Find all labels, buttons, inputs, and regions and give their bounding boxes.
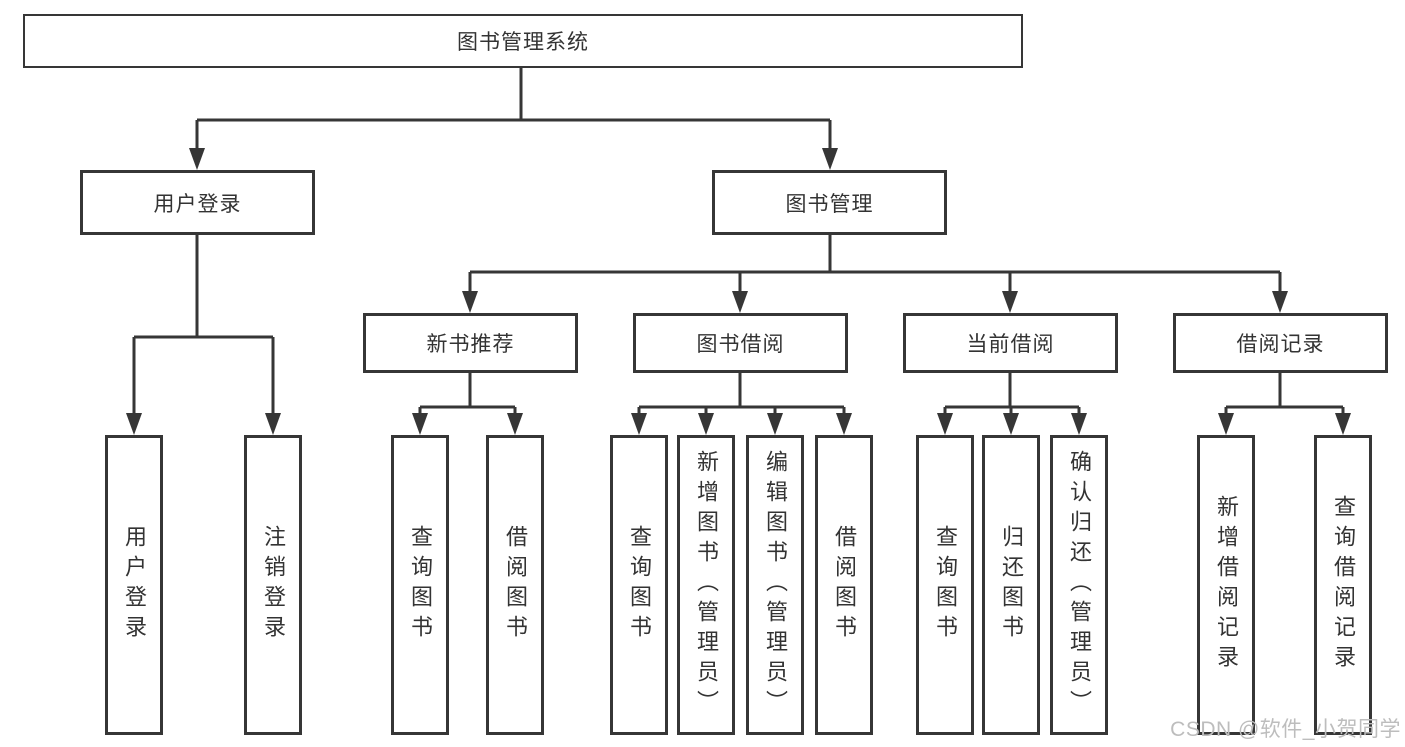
leaf-return-book-label: 归还图书: [999, 525, 1024, 645]
node-book-borrow: 图书借阅: [633, 313, 848, 373]
leaf-borrow-book-label: 借阅图书: [832, 525, 857, 645]
node-borrow-records-label: 借阅记录: [1236, 333, 1325, 356]
node-current-borrow-label: 当前借阅: [966, 333, 1055, 356]
node-current-borrow: 当前借阅: [903, 313, 1118, 373]
leaf-confirm-return-admin-label: 确认归还（管理员）: [1067, 450, 1092, 720]
leaf-logout-login-label: 注销登录: [261, 525, 286, 645]
node-book-management-label: 图书管理: [785, 192, 874, 216]
leaf-query-book-borrow: 查询图书: [610, 435, 668, 735]
leaf-query-book-borrow-label: 查询图书: [627, 525, 652, 645]
leaf-edit-book-admin-label: 编辑图书（管理员）: [763, 450, 788, 720]
connector-borrow-records-to-leaves: [1218, 373, 1351, 435]
node-user-login-label: 用户登录: [153, 192, 242, 216]
leaf-add-borrow-record: 新增借阅记录: [1197, 435, 1255, 735]
connector-current-borrow-to-leaves: [937, 373, 1087, 435]
leaf-query-borrow-record-label: 查询借阅记录: [1331, 495, 1356, 675]
connector-book-management-to-level3: [462, 235, 1288, 313]
node-new-book-recommend: 新书推荐: [363, 313, 578, 373]
connector-user-login-to-leaves: [126, 235, 281, 435]
connector-root-to-level2: [189, 68, 838, 170]
leaf-add-book-admin-label: 新增图书（管理员）: [694, 450, 719, 720]
connector-book-borrow-to-leaves: [631, 373, 852, 435]
leaf-query-book-current-label: 查询图书: [933, 525, 958, 645]
leaf-query-book-recommend: 查询图书: [391, 435, 449, 735]
leaf-add-book-admin: 新增图书（管理员）: [677, 435, 735, 735]
node-borrow-records: 借阅记录: [1173, 313, 1388, 373]
leaf-add-borrow-record-label: 新增借阅记录: [1214, 495, 1239, 675]
leaf-user-login-label: 用户登录: [122, 525, 147, 645]
leaf-edit-book-admin: 编辑图书（管理员）: [746, 435, 804, 735]
leaf-borrow-book-recommend-label: 借阅图书: [503, 525, 528, 645]
node-root-label: 图书管理系统: [457, 31, 589, 54]
node-user-login: 用户登录: [80, 170, 315, 235]
watermark: CSDN @软件_小贺同学: [1170, 718, 1401, 741]
leaf-query-borrow-record: 查询借阅记录: [1314, 435, 1372, 735]
node-new-book-recommend-label: 新书推荐: [426, 333, 515, 356]
node-book-management: 图书管理: [712, 170, 947, 235]
leaf-query-book-current: 查询图书: [916, 435, 974, 735]
connector-new-book-recommend-to-leaves: [412, 373, 523, 435]
node-book-borrow-label: 图书借阅: [696, 333, 785, 356]
leaf-confirm-return-admin: 确认归还（管理员）: [1050, 435, 1108, 735]
leaf-user-login: 用户登录: [105, 435, 163, 735]
leaf-logout-login: 注销登录: [244, 435, 302, 735]
leaf-borrow-book-recommend: 借阅图书: [486, 435, 544, 735]
node-root: 图书管理系统: [23, 14, 1023, 68]
leaf-query-book-recommend-label: 查询图书: [408, 525, 433, 645]
leaf-return-book: 归还图书: [982, 435, 1040, 735]
leaf-borrow-book: 借阅图书: [815, 435, 873, 735]
